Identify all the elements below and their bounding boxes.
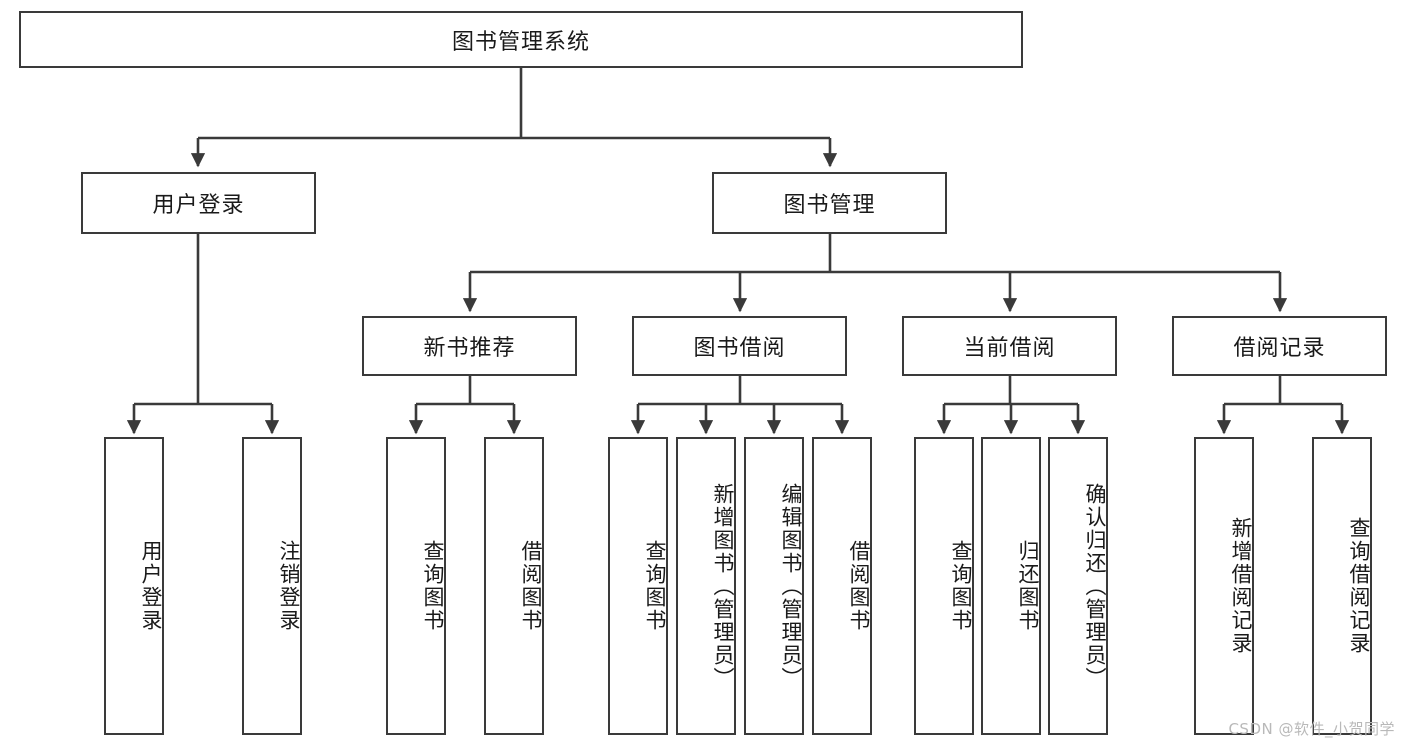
node-label: 借阅图书 bbox=[519, 540, 543, 632]
leaf-borrow-borrow-book[interactable]: 借阅图书 bbox=[812, 437, 872, 735]
node-label: 确认归还（管理员） bbox=[1083, 482, 1107, 690]
node-label: 借阅记录 bbox=[1233, 336, 1326, 361]
node-label: 用户登录 bbox=[139, 540, 163, 632]
leaf-record-add-borrow-record[interactable]: 新增借阅记录 bbox=[1194, 437, 1254, 735]
node-label: 图书管理 bbox=[783, 193, 876, 218]
leaf-user-login-login[interactable]: 用户登录 bbox=[104, 437, 164, 735]
node-label: 新书推荐 bbox=[423, 336, 516, 361]
leaf-current-return-book[interactable]: 归还图书 bbox=[981, 437, 1041, 735]
leaf-new-book-query-book[interactable]: 查询图书 bbox=[386, 437, 446, 735]
node-user-login[interactable]: 用户登录 bbox=[81, 172, 316, 234]
leaf-current-query-book[interactable]: 查询图书 bbox=[914, 437, 974, 735]
node-label: 查询图书 bbox=[949, 540, 973, 632]
leaf-borrow-add-book-admin[interactable]: 新增图书（管理员） bbox=[676, 437, 736, 735]
node-borrow-record[interactable]: 借阅记录 bbox=[1172, 316, 1387, 376]
node-label: 图书管理系统 bbox=[451, 29, 590, 55]
node-label: 编辑图书（管理员） bbox=[779, 482, 803, 690]
node-label: 查询图书 bbox=[643, 540, 667, 632]
node-new-book-recommendation[interactable]: 新书推荐 bbox=[362, 316, 577, 376]
node-label: 新增借阅记录 bbox=[1229, 517, 1253, 655]
node-label: 新增图书（管理员） bbox=[711, 482, 735, 690]
node-book-management[interactable]: 图书管理 bbox=[712, 172, 947, 234]
node-label: 借阅图书 bbox=[847, 540, 871, 632]
node-book-borrow[interactable]: 图书借阅 bbox=[632, 316, 847, 376]
node-root-book-management-system[interactable]: 图书管理系统 bbox=[19, 11, 1023, 68]
leaf-user-login-logout[interactable]: 注销登录 bbox=[242, 437, 302, 735]
node-label: 注销登录 bbox=[277, 540, 301, 632]
leaf-new-book-borrow-book[interactable]: 借阅图书 bbox=[484, 437, 544, 735]
node-label: 归还图书 bbox=[1016, 540, 1040, 632]
node-label: 图书借阅 bbox=[693, 336, 786, 361]
node-current-borrow[interactable]: 当前借阅 bbox=[902, 316, 1117, 376]
leaf-record-query-borrow-record[interactable]: 查询借阅记录 bbox=[1312, 437, 1372, 735]
leaf-borrow-edit-book-admin[interactable]: 编辑图书（管理员） bbox=[744, 437, 804, 735]
node-label: 查询借阅记录 bbox=[1347, 517, 1371, 655]
node-label: 用户登录 bbox=[152, 193, 245, 218]
leaf-borrow-query-book[interactable]: 查询图书 bbox=[608, 437, 668, 735]
leaf-current-confirm-return-admin[interactable]: 确认归还（管理员） bbox=[1048, 437, 1108, 735]
node-label: 当前借阅 bbox=[963, 336, 1056, 361]
node-label: 查询图书 bbox=[421, 540, 445, 632]
